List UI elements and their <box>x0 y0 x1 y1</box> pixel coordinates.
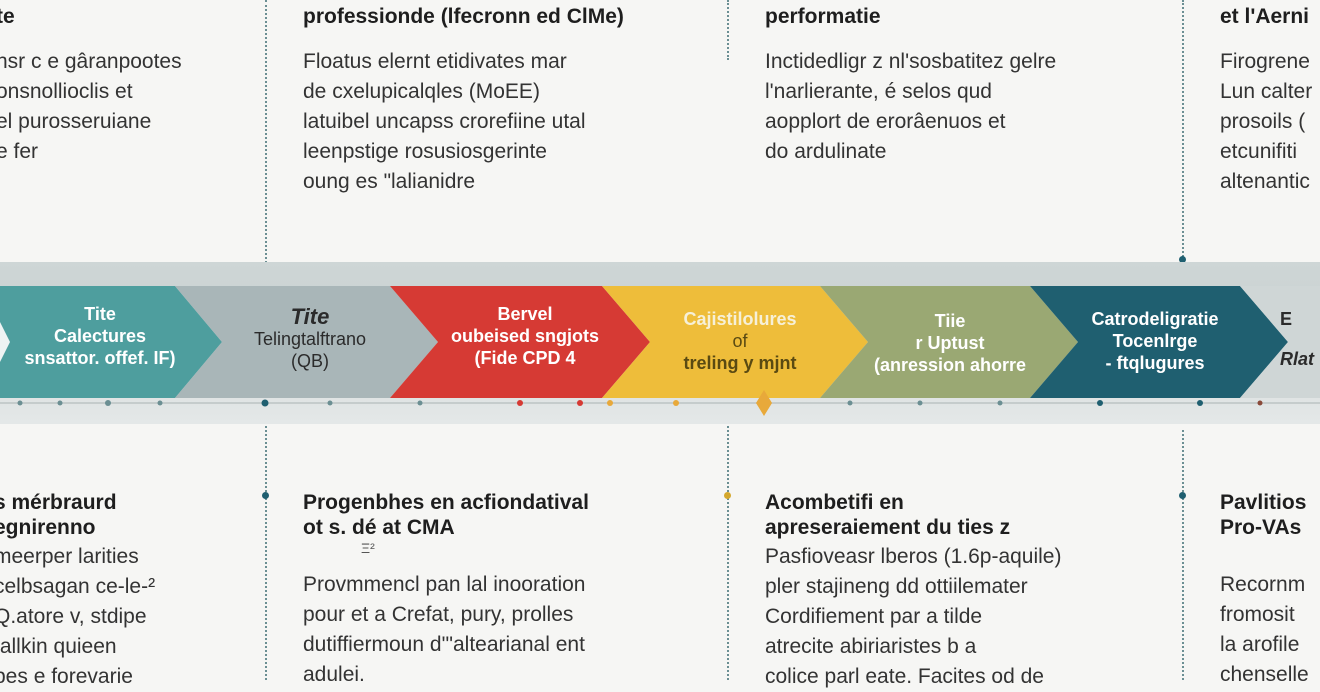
rail-dot <box>17 400 23 406</box>
column-heading: te <box>0 5 15 28</box>
connector-dot <box>1179 256 1186 263</box>
rail-dot <box>607 400 613 406</box>
rail-dot <box>157 400 163 406</box>
chevron-6 <box>1030 286 1288 398</box>
column-body: Provmmencl pan lal inooration pour et a … <box>303 573 586 686</box>
column-body: Pasfioveasr lberos (1.6p-aquile) pler st… <box>765 545 1062 688</box>
column-heading: s mérbraurd egnirenno <box>0 491 117 539</box>
rail-diamond <box>756 390 772 416</box>
chevron-5 <box>820 286 1078 398</box>
chevron-3 <box>390 286 650 398</box>
rail-dot <box>105 400 111 406</box>
column-heading: Acombetifi en apreseraiement du ties z <box>765 491 1011 539</box>
top-column-1: te nsr c e gâranpootes onsnollioclis et … <box>0 4 236 167</box>
rail-dot <box>261 399 269 407</box>
chevron-arrows <box>0 286 1320 416</box>
connector-line-2 <box>727 0 729 60</box>
rail-dot <box>1257 400 1263 406</box>
column-heading: Progenbhes en acfiondatival ot s. dé at … <box>303 491 589 539</box>
chevron-label-2: Tite Telingtalftrano (QB) <box>253 304 367 372</box>
chevron-7 <box>1240 286 1320 398</box>
rail-dot <box>327 400 333 406</box>
chevron-label-5: Tiie r Uptust (anression ahorre <box>873 311 1027 375</box>
chevron-label-3: Bervel oubeised sngjots (Fide CPD 4 <box>450 304 600 368</box>
chevron-1 <box>0 286 222 398</box>
chevron-label-6: Catrodeligratie Tocenlrge - ftqlugures <box>1091 309 1219 373</box>
rail-dot <box>517 400 523 406</box>
connector-line-5 <box>727 418 729 680</box>
bottom-column-4: Pavlitios Pro-VAs Recornm fromosit la ar… <box>1220 490 1320 690</box>
chevron-4 <box>602 286 868 398</box>
rail-dot <box>997 400 1003 406</box>
connector-line-4 <box>265 395 267 680</box>
rail-markers <box>17 390 1263 416</box>
bottom-column-3: Acombetifi en apreseraiement du ties z P… <box>765 490 1165 692</box>
rail-dot <box>577 400 583 406</box>
rail-dot <box>917 400 923 406</box>
chevron-start-marker <box>0 322 10 362</box>
connector-line-6 <box>1182 430 1184 680</box>
band-rail <box>0 402 1320 404</box>
bottom-column-2: Progenbhes en acfiondatival ot s. dé at … <box>303 490 703 690</box>
rail-dot <box>1097 400 1103 406</box>
column-body: Firogrene Lun calter prosoils ( etcunifi… <box>1220 50 1313 193</box>
rail-dot <box>673 400 679 406</box>
top-column-2: professionde (lfecronn ed ClMe) Floatus … <box>303 4 703 197</box>
connector-line-1 <box>265 0 267 275</box>
column-body: nsr c e gâranpootes onsnollioclis et el … <box>0 50 182 163</box>
rail-dot <box>1197 400 1203 406</box>
column-body: meerper larities celbsagan ce-le-² Q.ato… <box>0 545 156 688</box>
band-stripe <box>0 262 1320 286</box>
bottom-column-1: s mérbraurd egnirenno meerper larities c… <box>0 490 234 692</box>
top-column-3: performatie Inctidedligr z nl'sosbatitez… <box>765 4 1155 167</box>
chevron-label-7: E Rlat <box>1280 309 1315 369</box>
connector-dot <box>724 492 731 499</box>
chevron-2 <box>175 286 438 398</box>
column-body: Inctidedligr z nl'sosbatitez gelre l'nar… <box>765 50 1057 163</box>
column-note: Ξ² <box>361 540 375 556</box>
column-heading: professionde (lfecronn ed ClMe) <box>303 5 624 28</box>
chevron-label-1: Tite Calectures snsattor. offef. IF) <box>24 304 176 368</box>
top-column-4: et l'Aerni Firogrene Lun calter prosoils… <box>1220 4 1320 197</box>
connector-line-3 <box>1182 0 1184 265</box>
column-heading: Pavlitios Pro-VAs <box>1220 491 1307 539</box>
chevron-label-4: Cajistilolures of treling y mjnt <box>683 309 797 373</box>
column-heading: et l'Aerni <box>1220 5 1310 28</box>
column-body: Floatus elernt etidivates mar de cxelupi… <box>303 50 586 193</box>
column-heading: performatie <box>765 5 881 28</box>
rail-dot <box>57 400 63 406</box>
rail-dot <box>417 400 423 406</box>
column-body: Recornm fromosit la arofile chenselle <box>1220 573 1309 686</box>
connector-dot <box>262 492 269 499</box>
rail-dot <box>847 400 853 406</box>
connector-dot <box>1179 492 1186 499</box>
